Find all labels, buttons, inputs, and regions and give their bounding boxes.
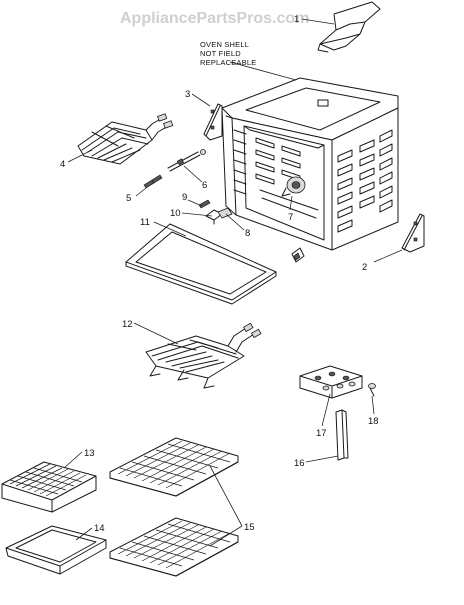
part-1-hinge-bracket[interactable] — [317, 1, 381, 53]
label-18: 18 — [368, 416, 379, 427]
label-17: 17 — [316, 428, 327, 439]
note-line-3: REPLACEABLE — [200, 58, 256, 67]
part-16-mounting-strap[interactable] — [335, 409, 349, 461]
part-13-broiler-grid[interactable] — [1, 461, 97, 513]
watermark-text: AppliancePartsPros.com — [120, 10, 309, 27]
label-9: 9 — [182, 192, 187, 203]
callout-labels: 1 2 3 4 5 6 7 8 9 10 11 12 13 14 15 16 1… — [60, 14, 379, 534]
part-15-oven-rack-lower[interactable] — [109, 517, 239, 577]
part-12-bake-element[interactable] — [145, 322, 262, 389]
label-8: 8 — [245, 228, 250, 239]
part-2-side-bracket[interactable] — [401, 213, 425, 253]
part-3-side-bracket[interactable] — [203, 103, 223, 141]
label-16: 16 — [294, 458, 305, 469]
part-6-oven-sensor[interactable] — [167, 149, 206, 172]
label-12: 12 — [122, 319, 133, 330]
note-line-1: OVEN SHELL — [200, 40, 249, 49]
part-14-broiler-pan[interactable] — [5, 525, 107, 575]
part-17-terminal-block[interactable] — [299, 365, 363, 399]
part-8-bracket[interactable] — [217, 207, 233, 219]
note-line-2: NOT FIELD — [200, 49, 241, 58]
oven-shell-note: OVEN SHELL NOT FIELD REPLACEABLE — [200, 40, 256, 67]
hardware-clip[interactable] — [291, 247, 305, 263]
part-11-oven-door-glass[interactable] — [125, 223, 277, 305]
label-7: 7 — [288, 212, 293, 223]
part-15-oven-rack-upper[interactable] — [109, 437, 239, 497]
label-3: 3 — [185, 89, 190, 100]
label-15: 15 — [244, 522, 255, 533]
part-9-screw[interactable] — [198, 199, 211, 209]
part-4-broil-element[interactable] — [77, 113, 174, 165]
label-6: 6 — [202, 180, 207, 191]
part-5-screws[interactable] — [143, 174, 163, 189]
label-14: 14 — [94, 523, 105, 534]
label-1: 1 — [294, 14, 299, 25]
part-18-screw[interactable] — [368, 383, 376, 397]
label-10: 10 — [170, 208, 181, 219]
label-2: 2 — [362, 262, 367, 273]
label-5: 5 — [126, 193, 131, 204]
label-11: 11 — [140, 217, 150, 228]
label-4: 4 — [60, 159, 65, 170]
part-7-oven-light[interactable] — [281, 176, 306, 197]
oven-shell — [221, 77, 399, 251]
leader-lines — [63, 18, 403, 547]
label-13: 13 — [84, 448, 95, 459]
